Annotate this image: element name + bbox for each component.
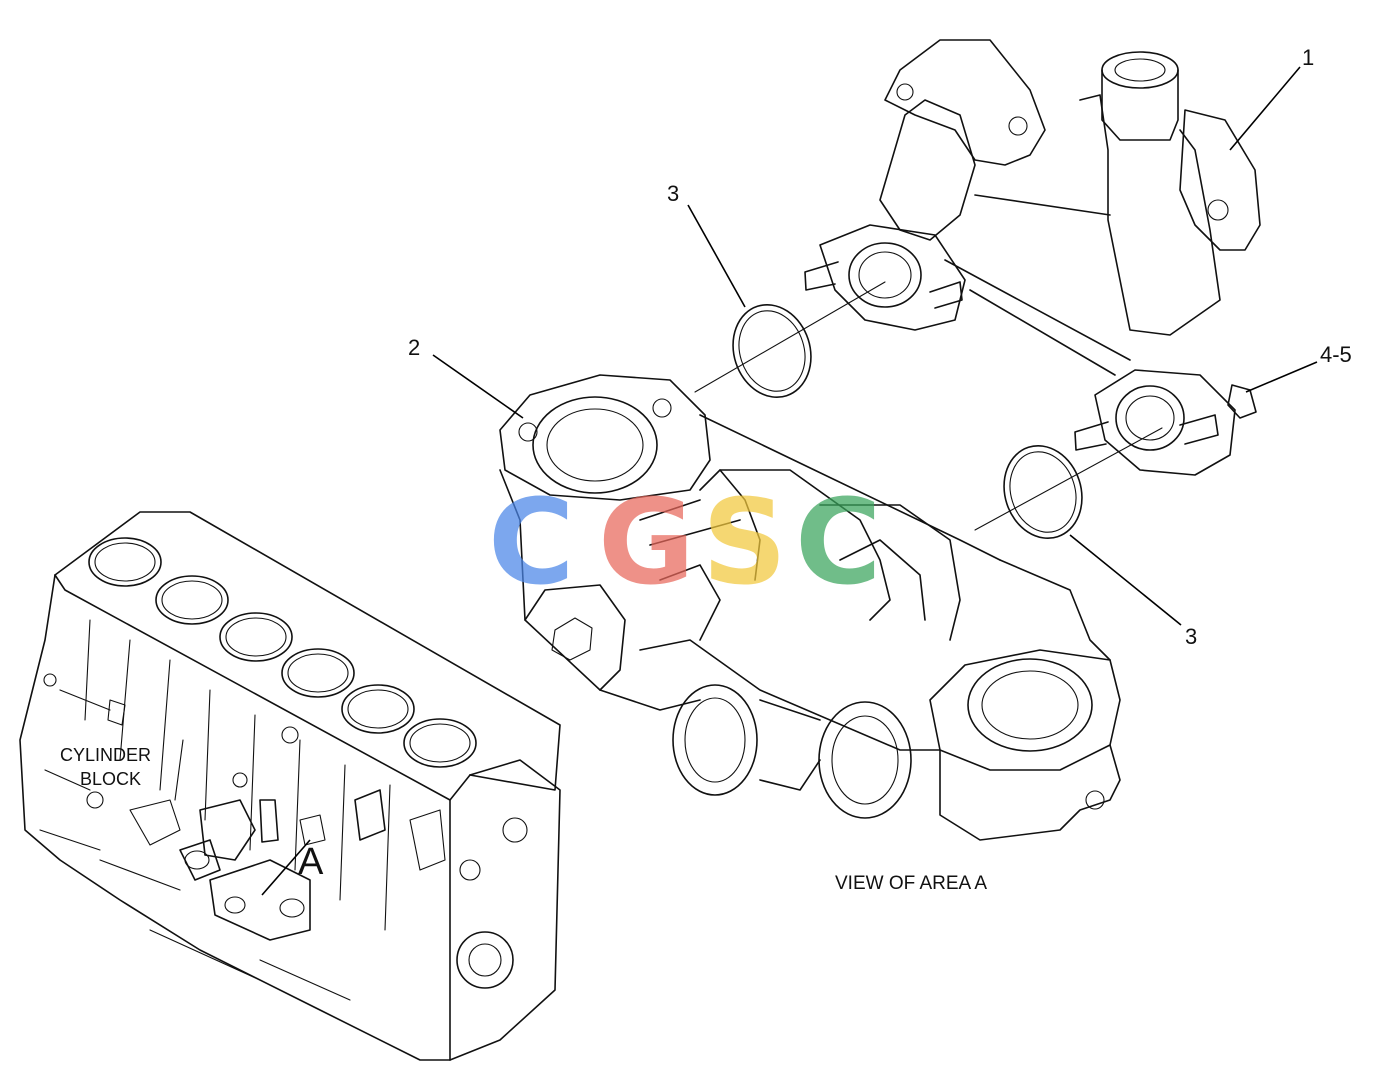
leader-3-bottom bbox=[1069, 534, 1182, 626]
leader-2 bbox=[432, 354, 524, 419]
part-3-seal-top bbox=[732, 303, 812, 399]
part-3-seal-bottom bbox=[1003, 444, 1083, 540]
callout-4-5: 4-5 bbox=[1320, 342, 1352, 367]
callout-1: 1 bbox=[1302, 45, 1314, 70]
leader-1 bbox=[1229, 66, 1301, 151]
watermark-letter-1: C bbox=[488, 473, 575, 611]
callout-2: 2 bbox=[408, 335, 420, 360]
leader-3-top bbox=[687, 204, 746, 308]
leader-4-5 bbox=[1245, 361, 1318, 393]
view-caption: VIEW OF AREA A bbox=[835, 873, 987, 894]
watermark-letter-2: G bbox=[598, 473, 695, 611]
cgsc-watermark: C G S C bbox=[488, 473, 882, 611]
area-a-marker: A bbox=[298, 841, 324, 883]
part-2-lower-manifold bbox=[499, 374, 1121, 841]
leader-lines bbox=[261, 66, 1318, 896]
cylinder-bores bbox=[88, 537, 477, 768]
watermark-letter-4: C bbox=[795, 473, 882, 611]
callout-3-top: 3 bbox=[667, 181, 679, 206]
cylinder-block-label-line1: CYLINDER bbox=[60, 745, 151, 765]
callout-3-bottom: 3 bbox=[1185, 624, 1197, 649]
assembly-line-top bbox=[694, 281, 886, 393]
watermark-letter-3: S bbox=[702, 473, 787, 611]
leader-area-a bbox=[261, 839, 311, 896]
assembly-line-bottom bbox=[974, 427, 1163, 531]
cylinder-block-inset bbox=[19, 511, 561, 1061]
cylinder-block-label-line2: BLOCK bbox=[80, 769, 141, 789]
part-1-upper-tube-bracket bbox=[804, 39, 1261, 476]
